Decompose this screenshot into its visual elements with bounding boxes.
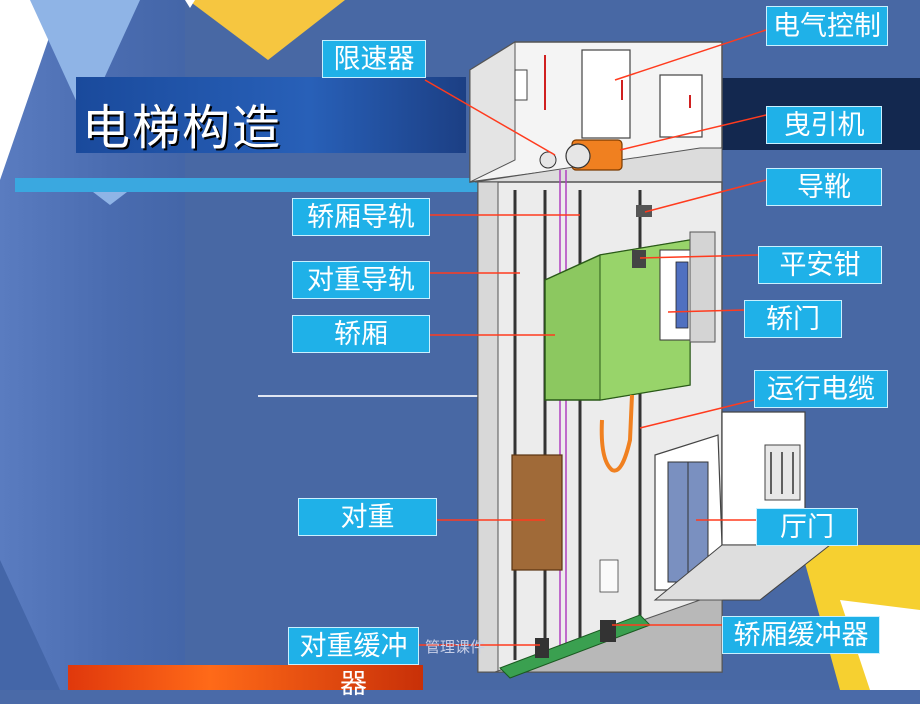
label-yunxing-dianlan: 运行电缆 [754,370,888,408]
label-duizhong: 对重 [298,498,437,536]
counterweight-buffer [535,638,549,658]
decor-triangle-white [0,0,62,180]
governor-wheel [539,151,557,169]
decor-shade [0,560,60,690]
footer-text: 管理课件 [425,638,486,656]
decor-cyan-bar [15,178,575,192]
decor-triangle-yellow-top [188,0,345,60]
label-pinganqian: 平安钳 [758,246,882,284]
guide-shoe [636,205,652,217]
travelling-cable [599,394,634,473]
label-xiansuqi: 限速器 [322,40,426,78]
counterweight [511,454,563,571]
label-duizhong-daogui: 对重导轨 [292,261,430,299]
control-cabinet-2 [659,74,703,138]
decor-triangle-tiny [185,0,195,8]
label-dianqi: 电气控制 [766,6,888,46]
label-jiaomen: 轿门 [744,300,842,338]
pit-ladder [599,559,619,593]
decor-white-line [258,395,478,397]
title-bar [76,77,466,153]
machine-room-side [469,41,516,183]
switch-box [514,69,528,101]
leader-yunxing-dianlan [639,399,755,429]
label-jiaoxiang-huanchongqi: 轿厢缓冲器 [722,616,880,654]
label-daoxue: 导靴 [766,168,882,206]
leader-pinganqian [639,254,759,259]
traction-sheave [565,143,591,169]
label-jiaoxiang-daogui: 轿厢导轨 [292,198,430,236]
page-title: 电梯构造 [82,100,283,156]
leader-dianqi [614,29,767,81]
safety-gear [632,250,646,268]
leader-xiansuqi [424,79,556,156]
leader-yeyinji [619,114,767,151]
label-tingmen: 厅门 [756,508,858,546]
leader-daoxue [644,179,767,213]
label-duizhong-huanchongqi: 对重缓冲器 [288,627,419,700]
label-yeyinji: 曳引机 [766,106,882,144]
label-jiaoxiang: 轿厢 [292,315,430,353]
leader-jiaomen [667,309,745,313]
decor-triangle-light-blue [30,0,140,120]
decor-red-bar [68,665,423,690]
car-door-frame [689,231,716,343]
